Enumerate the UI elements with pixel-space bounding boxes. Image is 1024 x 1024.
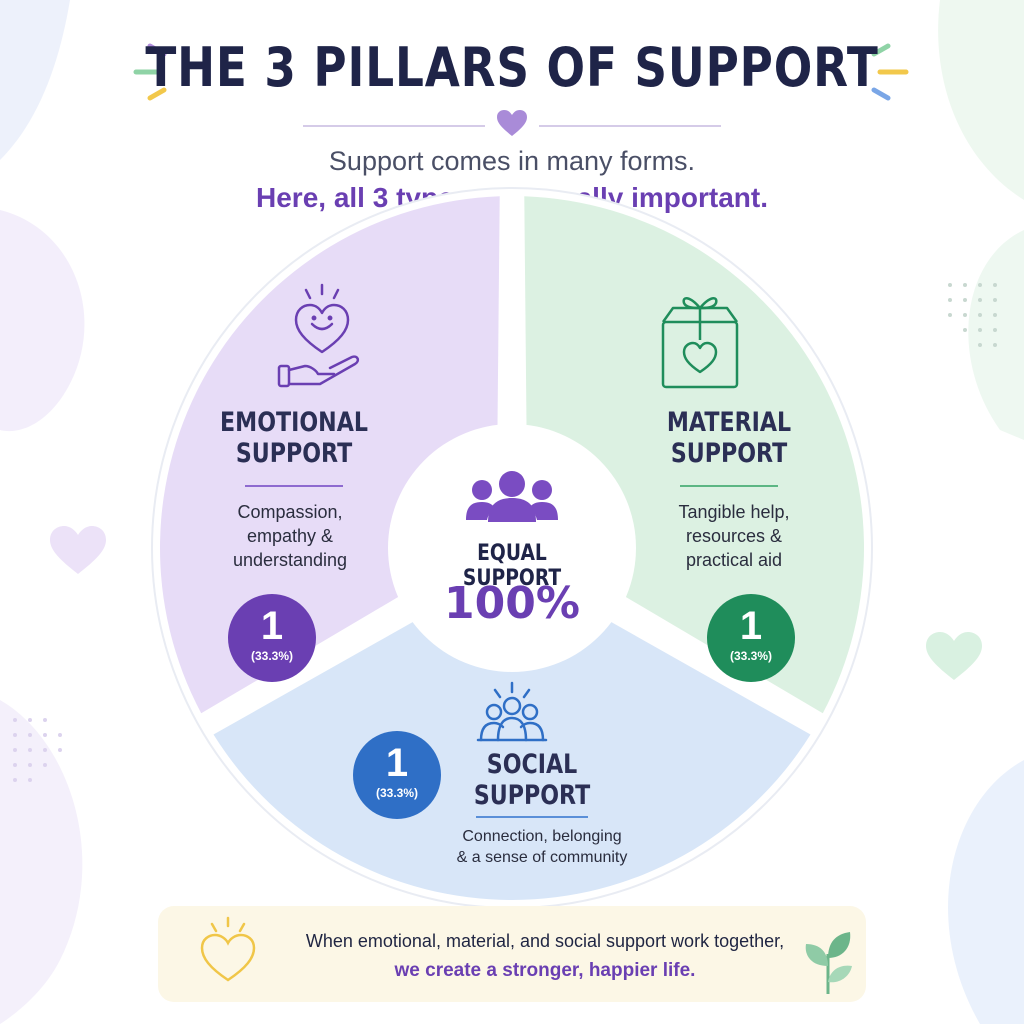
emotional-title-line-2: SUPPORT (235, 438, 353, 469)
emotional-title-line-1: EMOTIONAL (220, 407, 368, 438)
material-description: Tangible help, resources & practical aid (634, 500, 834, 572)
sprout-leaves-icon (805, 932, 852, 994)
social-value-badge: 1 (33.3%) (353, 731, 441, 819)
social-desc-line-2: & a sense of community (456, 849, 628, 866)
emotional-value-badge: 1 (33.3%) (228, 594, 316, 682)
emotional-description: Compassion, empathy & understanding (190, 500, 390, 572)
footer-line-2: we create a stronger, happier life. (394, 960, 696, 981)
social-slice (213, 566, 811, 900)
social-desc-line-1: Connection, belonging (462, 828, 622, 845)
social-description: Connection, belonging & a sense of commu… (402, 826, 682, 868)
material-value-badge: 1 (33.3%) (707, 594, 795, 682)
emotional-percent: (33.3%) (250, 649, 294, 663)
gift-box-heart-icon (661, 297, 739, 389)
decorative-heart-icon (50, 526, 106, 574)
footer-banner (158, 906, 866, 1002)
glowing-heart-icon (200, 916, 256, 982)
emotional-desc-line-2: empathy & (246, 526, 334, 546)
center-label: EQUAL SUPPORT (462, 541, 562, 591)
social-title-line-1: SOCIAL (486, 749, 578, 780)
material-desc-line-2: resources & (685, 526, 783, 546)
footer-line-1: When emotional, material, and social sup… (305, 931, 785, 951)
subtitle-line-1: Support comes in many forms. (328, 146, 696, 176)
material-percent: (33.3%) (729, 649, 773, 663)
social-title-line-2: SUPPORT (473, 780, 591, 811)
chart-center-circle (388, 424, 636, 672)
decorative-heart-icon (926, 632, 982, 680)
emotional-desc-line-3: understanding (232, 550, 348, 570)
heart-in-hand-icon (277, 283, 360, 388)
group-people-icon (466, 471, 558, 522)
material-title-line-1: MATERIAL (666, 407, 792, 438)
material-title: MATERIAL SUPPORT (647, 407, 811, 469)
divider-heart-icon (497, 110, 527, 136)
emotional-desc-line-1: Compassion, (237, 502, 343, 522)
center-value: 100% (444, 578, 580, 629)
social-value: 1 (385, 741, 409, 785)
social-percent: (33.3%) (375, 786, 419, 800)
community-people-icon (476, 681, 548, 742)
material-value: 1 (739, 604, 763, 648)
social-title: SOCIAL SUPPORT (450, 749, 614, 811)
page-title: THE 3 PILLARS OF SUPPORT (145, 36, 879, 99)
emotional-title: EMOTIONAL SUPPORT (212, 407, 376, 469)
material-desc-line-3: practical aid (685, 550, 783, 570)
material-title-line-2: SUPPORT (670, 438, 788, 469)
emotional-value: 1 (260, 604, 284, 648)
material-desc-line-1: Tangible help, (678, 502, 790, 522)
